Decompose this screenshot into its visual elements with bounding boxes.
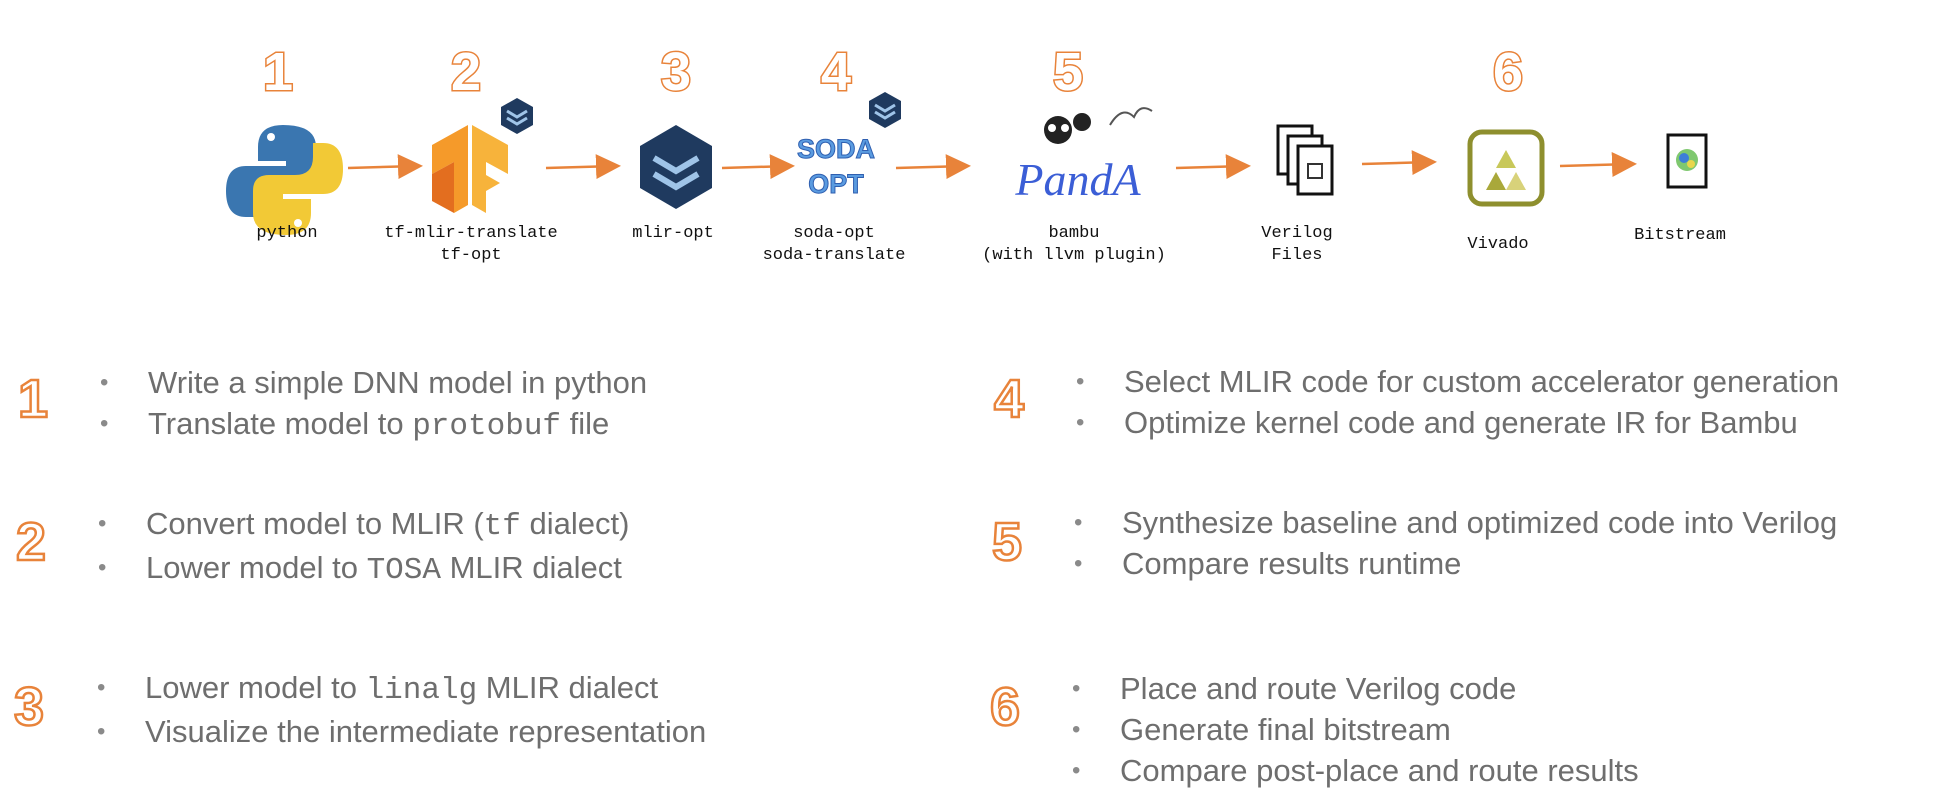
step-bullet: Select MLIR code for custom accelerator …: [1076, 361, 1839, 402]
tool-label: mlir-opt: [632, 224, 714, 243]
step-bullet: Compare post-place and route results: [1072, 750, 1639, 791]
python-logo-icon: [226, 125, 343, 235]
bullet-text: MLIR dialect: [477, 670, 659, 705]
tool-label: python: [256, 224, 317, 243]
step-list: Place and route Verilog codeGenerate fin…: [1072, 668, 1639, 791]
mlir-logo-icon: [640, 125, 712, 209]
vivado-logo-icon: [1467, 129, 1545, 207]
tool-label: soda-opt: [793, 224, 875, 243]
soda-opt-logo-icon: SODA OPT: [796, 134, 875, 200]
pipeline-step-number: 2: [451, 42, 481, 102]
step-bullet: Synthesize baseline and optimized code i…: [1074, 502, 1837, 543]
step-number: 4: [993, 369, 1026, 429]
bullet-text: Generate final bitstream: [1120, 712, 1451, 747]
bullet-text: Convert model to MLIR (: [146, 506, 484, 541]
tool-label: bambu: [1048, 224, 1099, 243]
step-number: 1: [17, 369, 50, 429]
code-text: TOSA: [366, 553, 441, 588]
step-bullet: Convert model to MLIR (tf dialect): [98, 503, 629, 547]
soda-logo-text: SODA: [797, 134, 875, 164]
pipeline-arrow: [545, 154, 621, 180]
step-number: 5: [991, 512, 1024, 572]
step-list: Convert model to MLIR (tf dialect)Lower …: [98, 503, 629, 591]
step-bullet: Visualize the intermediate representatio…: [97, 711, 706, 752]
step-bullet: Generate final bitstream: [1072, 709, 1639, 750]
step-list: Select MLIR code for custom accelerator …: [1076, 361, 1839, 443]
bullet-text: Select MLIR code for custom accelerator …: [1124, 364, 1840, 399]
step-list: Lower model to linalg MLIR dialectVisual…: [97, 667, 706, 752]
opt-logo-text: OPT: [808, 169, 864, 199]
pipeline-arrow: [1559, 152, 1637, 178]
tensorflow-logo-icon: [432, 125, 508, 213]
tool-label: soda-translate: [763, 246, 906, 265]
tool-label: Verilog: [1261, 224, 1332, 243]
step-bullet: Translate model to protobuf file: [100, 403, 647, 447]
pipeline-arrow: [895, 154, 971, 180]
pipeline-step-number: 4: [821, 42, 851, 102]
bullet-text: Lower model to: [145, 670, 366, 705]
tool-label: Vivado: [1467, 235, 1528, 254]
panda-logo-text: PandA: [1014, 154, 1141, 205]
bullet-text: Visualize the intermediate representatio…: [145, 714, 707, 749]
pipeline-step-number: 1: [263, 42, 293, 102]
step-number: 6: [989, 677, 1022, 737]
bullet-text: Optimize kernel code and generate IR for…: [1124, 405, 1798, 440]
code-text: tf: [483, 509, 521, 544]
pipeline-step-number: 3: [661, 42, 691, 102]
tool-label: (with llvm plugin): [982, 246, 1166, 265]
pipeline-arrow: [1175, 154, 1251, 180]
verilog-files-icon: [1276, 124, 1334, 196]
mlir-badge-icon: [501, 98, 533, 134]
step-bullet: Lower model to TOSA MLIR dialect: [98, 547, 629, 591]
pipeline-arrow: [347, 154, 423, 180]
step-bullet: Optimize kernel code and generate IR for…: [1076, 402, 1839, 443]
step-bullet: Compare results runtime: [1074, 543, 1837, 584]
pipeline-step-number: 6: [1493, 42, 1523, 102]
step-bullet: Place and route Verilog code: [1072, 668, 1639, 709]
bitstream-icon: [1666, 133, 1708, 189]
pipeline-arrow: [721, 154, 795, 180]
bullet-text: Compare post-place and route results: [1120, 753, 1639, 788]
step-list: Synthesize baseline and optimized code i…: [1074, 502, 1837, 584]
bullet-text: Synthesize baseline and optimized code i…: [1122, 505, 1838, 540]
pipeline-step-number: 5: [1053, 42, 1083, 102]
step-number: 3: [13, 677, 46, 737]
step-bullet: Lower model to linalg MLIR dialect: [97, 667, 706, 711]
bullet-text: Place and route Verilog code: [1120, 671, 1517, 706]
tool-label: Bitstream: [1634, 226, 1726, 245]
tool-label: tf-opt: [440, 246, 501, 265]
bullet-text: Compare results runtime: [1122, 546, 1462, 581]
bullet-text: Translate model to: [148, 406, 413, 441]
step-number: 2: [15, 512, 48, 572]
bullet-text: MLIR dialect: [440, 550, 622, 585]
pipeline-arrow: [1361, 150, 1437, 176]
bullet-text: dialect): [520, 506, 630, 541]
tool-label: tf-mlir-translate: [384, 224, 557, 243]
step-bullet: Write a simple DNN model in python: [100, 362, 647, 403]
bullet-text: Lower model to: [146, 550, 367, 585]
panda-bambu-logo-icon: PandA: [1014, 107, 1153, 205]
mlir-badge-icon: [869, 92, 901, 128]
code-text: protobuf: [412, 409, 562, 444]
tool-label: Files: [1271, 246, 1322, 265]
bullet-text: Write a simple DNN model in python: [148, 365, 648, 400]
code-text: linalg: [365, 673, 478, 708]
step-list: Write a simple DNN model in pythonTransl…: [100, 362, 647, 447]
bullet-text: file: [561, 406, 610, 441]
